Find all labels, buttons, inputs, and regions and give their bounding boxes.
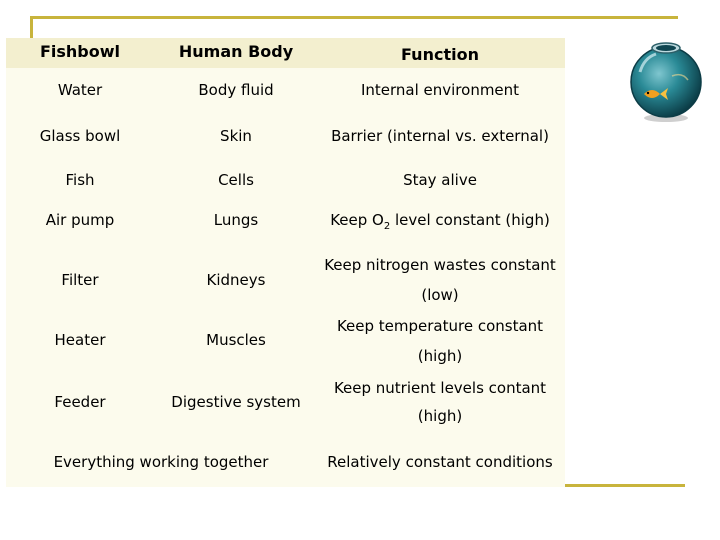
row-pump-function: Keep O2 level constant (high): [330, 205, 550, 235]
fishbowl-icon: [630, 42, 702, 122]
table-header-row: [6, 38, 565, 68]
summary-right: Relatively constant conditions: [327, 453, 553, 471]
row-fish-body: Cells: [218, 171, 254, 189]
row-filter-fishbowl: Filter: [61, 271, 99, 289]
function-text-post: level constant (high): [390, 211, 550, 229]
row-filter-function-line1: Keep nitrogen wastes constant: [324, 256, 556, 274]
row-fish-fishbowl: Fish: [65, 171, 95, 189]
row-pump-body: Lungs: [213, 211, 259, 229]
row-glass-function: Barrier (internal vs. external): [331, 127, 549, 145]
row-filter-function-line2: (low): [421, 286, 459, 304]
row-fish-function: Stay alive: [403, 171, 477, 189]
decorative-top-line: [30, 16, 678, 19]
oxygen-subscript: 2: [383, 221, 391, 232]
row-glass-fishbowl: Glass bowl: [39, 127, 121, 145]
row-pump-fishbowl: Air pump: [45, 211, 115, 229]
row-heater-function-line2: (high): [417, 347, 463, 365]
summary-left: Everything working together: [53, 453, 269, 471]
decorative-bottom-line: [565, 484, 685, 487]
row-feeder-fishbowl: Feeder: [54, 393, 106, 411]
decorative-left-line: [30, 16, 33, 40]
row-feeder-function-line1: Keep nutrient levels contant: [333, 379, 547, 397]
row-heater-body: Muscles: [206, 331, 266, 349]
row-water-function: Internal environment: [360, 81, 520, 99]
header-human-body: Human Body: [178, 42, 294, 61]
row-feeder-function-line2: (high): [417, 407, 463, 425]
row-glass-body: Skin: [220, 127, 252, 145]
row-heater-function-line1: Keep temperature constant: [336, 317, 544, 335]
comparison-table: [6, 38, 565, 487]
row-water-fishbowl: Water: [57, 81, 103, 99]
row-heater-fishbowl: Heater: [54, 331, 106, 349]
row-filter-body: Kidneys: [206, 271, 266, 289]
header-fishbowl: Fishbowl: [39, 42, 121, 61]
row-feeder-body: Digestive system: [171, 393, 301, 411]
function-text-pre: Keep O: [330, 211, 384, 229]
row-water-body: Body fluid: [198, 81, 274, 99]
header-function: Function: [401, 45, 479, 64]
